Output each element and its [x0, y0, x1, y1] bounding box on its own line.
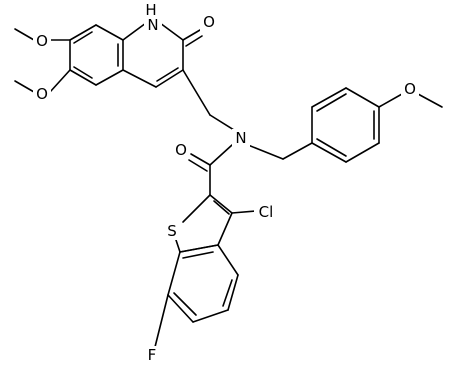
atom-nh-hydrogen: H [143, 1, 160, 19]
atom-chlorine: Cl [254, 203, 279, 221]
bond [188, 159, 208, 172]
bond [227, 274, 239, 311]
bond [209, 114, 235, 131]
bond [69, 24, 97, 41]
bond [179, 244, 219, 253]
bond [192, 309, 229, 323]
atom-fluorine: F [144, 346, 160, 364]
svg-text:O: O [203, 13, 215, 31]
svg-text:O: O [404, 80, 416, 98]
svg-text:H: H [145, 1, 156, 19]
bond [311, 87, 347, 108]
svg-text:Cl: Cl [259, 203, 274, 221]
atom-ring-carbonyl-oxygen: O [200, 13, 218, 31]
bond [69, 69, 97, 86]
svg-text:N: N [147, 16, 158, 34]
bond [167, 251, 181, 296]
bond [213, 200, 230, 215]
bond [345, 142, 380, 163]
bond [378, 93, 403, 108]
bond [217, 212, 233, 246]
bond [95, 69, 124, 86]
atom-ring-nitrogen: N [144, 16, 162, 34]
bond [155, 69, 184, 88]
atom-amide-nitrogen: N [232, 129, 250, 147]
atom-sulfur: S [164, 222, 181, 240]
atom-benzyl-methoxy-oxygen: O [401, 80, 419, 98]
atom-methoxy-oxygen-lower: O [33, 85, 51, 103]
svg-text:O: O [175, 141, 187, 159]
bond [182, 29, 201, 41]
bond [345, 87, 380, 108]
bond [417, 93, 443, 108]
bond [231, 210, 257, 214]
bond [95, 24, 124, 41]
bond [73, 66, 93, 79]
bond [122, 22, 147, 41]
bond [14, 28, 35, 41]
svg-text:O: O [36, 85, 48, 103]
bond [173, 292, 197, 316]
bond [154, 294, 169, 348]
atom-methoxy-oxygen-upper: O [33, 32, 51, 50]
bond [167, 294, 194, 323]
bond [159, 22, 184, 41]
svg-text:N: N [235, 129, 246, 147]
atom-amide-oxygen: O [172, 141, 190, 159]
bond [122, 69, 157, 88]
bond [73, 31, 93, 44]
bond [182, 251, 214, 259]
bond [156, 67, 179, 82]
bond [209, 194, 233, 214]
bond [222, 279, 233, 307]
bond [316, 93, 347, 112]
svg-text:F: F [148, 346, 157, 364]
bond [282, 142, 313, 160]
bond [217, 244, 239, 276]
bond [14, 80, 35, 93]
bond [182, 194, 211, 223]
bond [190, 153, 211, 166]
bond [182, 69, 211, 116]
bond [247, 144, 284, 160]
bond [49, 69, 71, 93]
svg-text:S: S [167, 222, 177, 240]
bond [209, 144, 233, 166]
bond [316, 138, 347, 157]
atom-labels: H N O O O N O O [33, 1, 419, 364]
bond [185, 35, 203, 47]
bond [311, 142, 347, 163]
svg-text:O: O [36, 32, 48, 50]
bonds [14, 22, 443, 348]
